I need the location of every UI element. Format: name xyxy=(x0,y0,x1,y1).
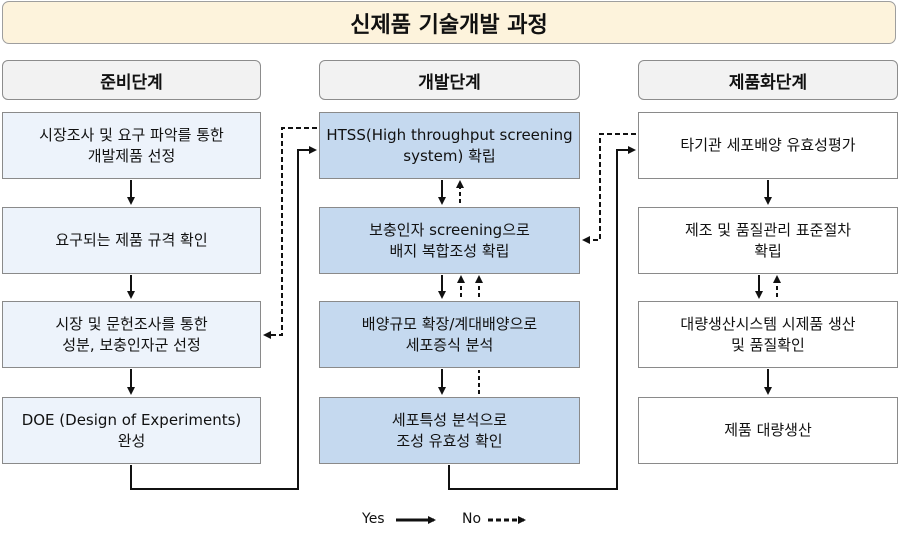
arrow-c3-no-back xyxy=(582,133,636,244)
step-mass-production: 제품 대량생산 xyxy=(638,397,898,464)
phase-header-preparation: 준비단계 xyxy=(2,60,261,100)
legend-yes-label: Yes xyxy=(362,511,385,527)
diagram-title: 신제품 기술개발 과정 xyxy=(2,1,896,44)
legend-no-label: No xyxy=(462,511,482,527)
arrow-htss-no-back xyxy=(263,127,317,339)
step-component-selection: 시장 및 문헌조사를 통한 성분, 보충인자군 선정 xyxy=(2,301,261,368)
arrow-doe-to-htss xyxy=(130,146,317,490)
step-market-research: 시장조사 및 요구 파악를 통한 개발제품 선정 xyxy=(2,112,261,179)
step-doe: DOE (Design of Experiments) 완성 xyxy=(2,397,261,464)
step-culture-scale: 배양규모 확장/계대배양으로 세포증식 분석 xyxy=(319,301,580,368)
phase-header-commercialization: 제품화단계 xyxy=(638,60,898,100)
step-sop: 제조 및 품질관리 표준절차 확립 xyxy=(638,207,898,274)
step-supplement-screening: 보충인자 screening으로 배지 복합조성 확립 xyxy=(319,207,580,274)
step-external-evaluation: 타기관 세포배양 유효성평가 xyxy=(638,112,898,179)
step-prototype: 대량생산시스템 시제품 생산 및 품질확인 xyxy=(638,301,898,368)
step-cell-characterization: 세포특성 분석으로 조성 유효성 확인 xyxy=(319,397,580,464)
phase-header-development: 개발단계 xyxy=(319,60,580,100)
arrow-c2-to-c3 xyxy=(448,146,636,490)
step-htss: HTSS(High throughput screening system) 확… xyxy=(319,112,580,179)
step-spec-check: 요구되는 제품 규격 확인 xyxy=(2,207,261,274)
